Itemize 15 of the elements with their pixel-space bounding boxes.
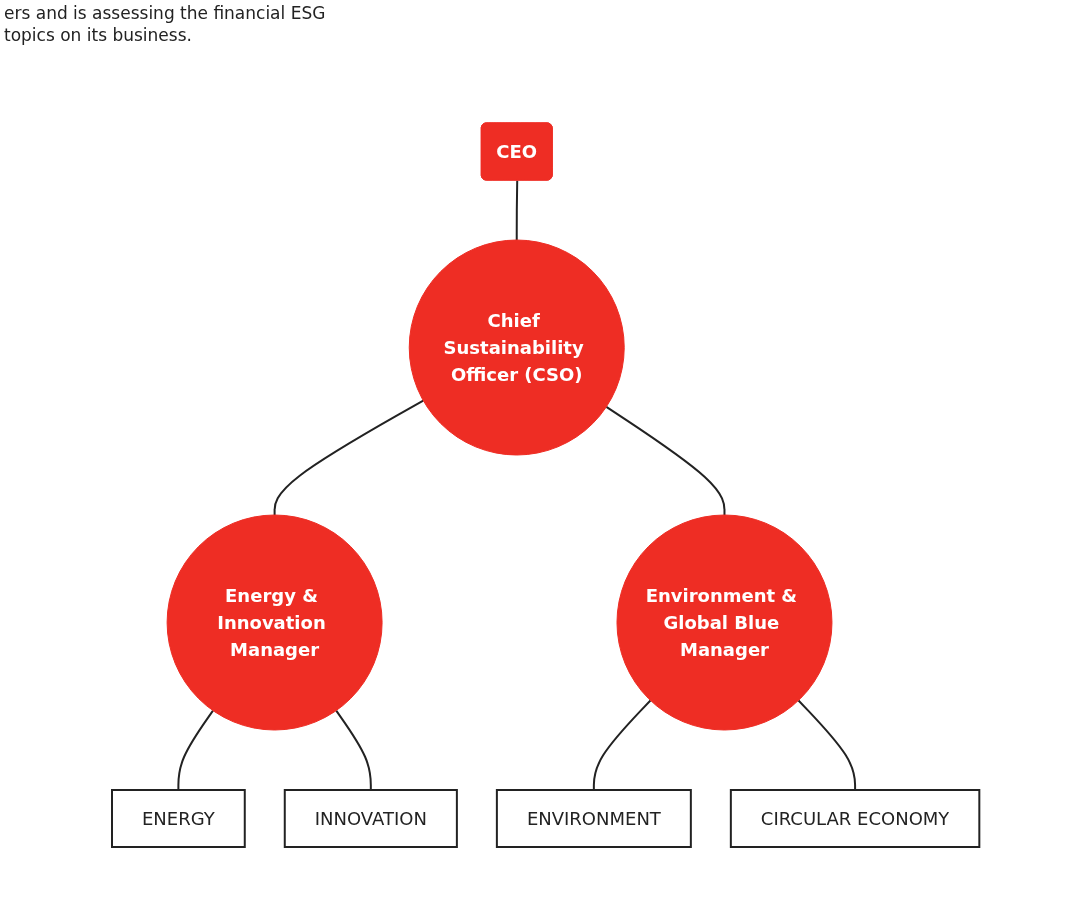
connector: [515, 179, 519, 241]
node-box: INNOVATION: [283, 789, 458, 848]
connector: [592, 699, 652, 791]
node-circle: Environment & Global Blue Manager: [616, 514, 833, 731]
node-box: ENVIRONMENT: [495, 789, 692, 848]
connector: [177, 709, 214, 791]
node-circle: Chief Sustainability Officer (CSO): [408, 239, 625, 456]
node-circle: Energy & Innovation Manager: [166, 514, 383, 731]
connector: [335, 709, 372, 791]
node-box: ENERGY: [110, 789, 246, 848]
node-box: CIRCULAR ECONOMY: [729, 789, 981, 848]
note-text: ers and is assessing the financial ESG topics on its business.: [4, 2, 327, 47]
connector: [273, 399, 425, 516]
connector: [605, 405, 726, 516]
connector: [797, 699, 856, 791]
